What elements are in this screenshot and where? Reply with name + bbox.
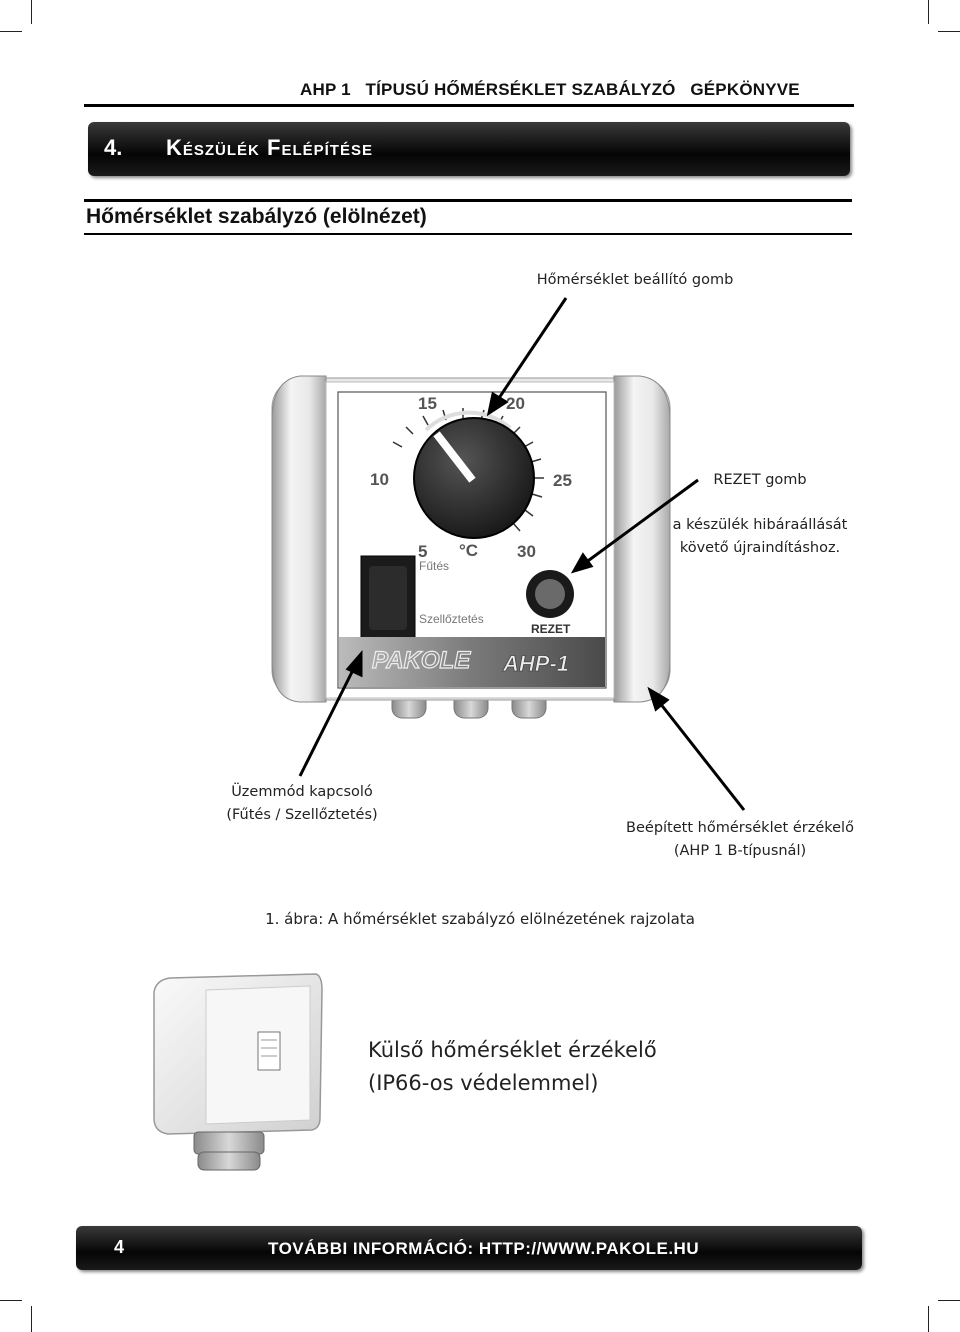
callout-arrows xyxy=(298,297,746,811)
callout-sensor: Beépített hőmérséklet érzékelő xyxy=(626,820,854,836)
reset-label: REZET xyxy=(531,622,571,636)
callout-knob: Hőmérséklet beállító gomb xyxy=(536,272,734,288)
crop-mark xyxy=(928,0,929,24)
chapter-number: 4. xyxy=(104,135,123,160)
external-sensor-protection: (IP66-os védelemmel) xyxy=(368,1071,599,1095)
dial-label: 10 xyxy=(370,470,389,489)
callout-reset-desc: a készülék hibáraállását xyxy=(672,517,848,533)
external-sensor-illustration xyxy=(153,973,323,1171)
footer-bar: 4 TOVÁBBI INFORMÁCIÓ: HTTP://WWW.PAKOLE.… xyxy=(76,1226,862,1270)
dial-label: 5 xyxy=(418,542,427,561)
brand-strip xyxy=(339,637,605,687)
section-rule xyxy=(84,233,852,235)
side-panel-right xyxy=(613,375,671,703)
footer-info-link[interactable]: TOVÁBBI INFORMÁCIÓ: HTTP://WWW.PAKOLE.HU xyxy=(268,1239,700,1258)
figure-caption: 1. ábra: A hőmérséklet szabályzó elölnéz… xyxy=(265,910,695,928)
chapter-bar: 4. Készülék Felépítése xyxy=(88,122,850,176)
dial-label: 15 xyxy=(418,394,437,413)
dial-label: 30 xyxy=(517,542,536,561)
dial-label: °C xyxy=(459,541,478,560)
callout-reset-desc: követő újraindításhoz. xyxy=(679,540,841,556)
callout-sensor: (AHP 1 B-típusnál) xyxy=(673,843,807,859)
page-number: 4 xyxy=(114,1237,125,1257)
crop-mark xyxy=(938,1300,960,1301)
crop-mark xyxy=(928,1306,929,1332)
external-sensor-label: Külső hőmérséklet érzékelő (IP66-os véde… xyxy=(368,1034,657,1100)
callout-reset-title: REZET gomb xyxy=(713,472,807,488)
running-header: AHP 1 TÍPUSÚ HŐMÉRSÉKLET SZABÁLYZÓ GÉPKÖ… xyxy=(300,80,800,99)
brand-logo: PAKOLE xyxy=(372,647,471,674)
section-rule xyxy=(84,199,852,202)
header-rule xyxy=(84,104,854,107)
knob-indicator xyxy=(433,431,476,483)
switch-label-ventilation: Szellőztetés xyxy=(419,612,484,626)
external-sensor-title: Külső hőmérséklet érzékelő xyxy=(368,1038,657,1062)
switch-label-heating: Fűtés xyxy=(419,559,449,573)
crop-mark xyxy=(0,31,22,32)
chapter-title: Készülék Felépítése xyxy=(166,135,373,160)
dial-label: 25 xyxy=(553,471,572,490)
dial-label: 20 xyxy=(506,394,525,413)
side-panel-left xyxy=(271,375,327,703)
crop-mark xyxy=(0,1300,22,1301)
crop-mark xyxy=(938,31,960,32)
crop-mark xyxy=(31,1306,32,1332)
crop-mark xyxy=(31,0,32,24)
callout-mode: Üzemmód kapcsoló xyxy=(231,784,373,800)
model-label: AHP-1 xyxy=(502,651,569,676)
callout-mode: (Fűtés / Szellőztetés) xyxy=(226,807,378,823)
section-heading: Hőmérséklet szabályzó (elölnézet) xyxy=(86,205,427,228)
